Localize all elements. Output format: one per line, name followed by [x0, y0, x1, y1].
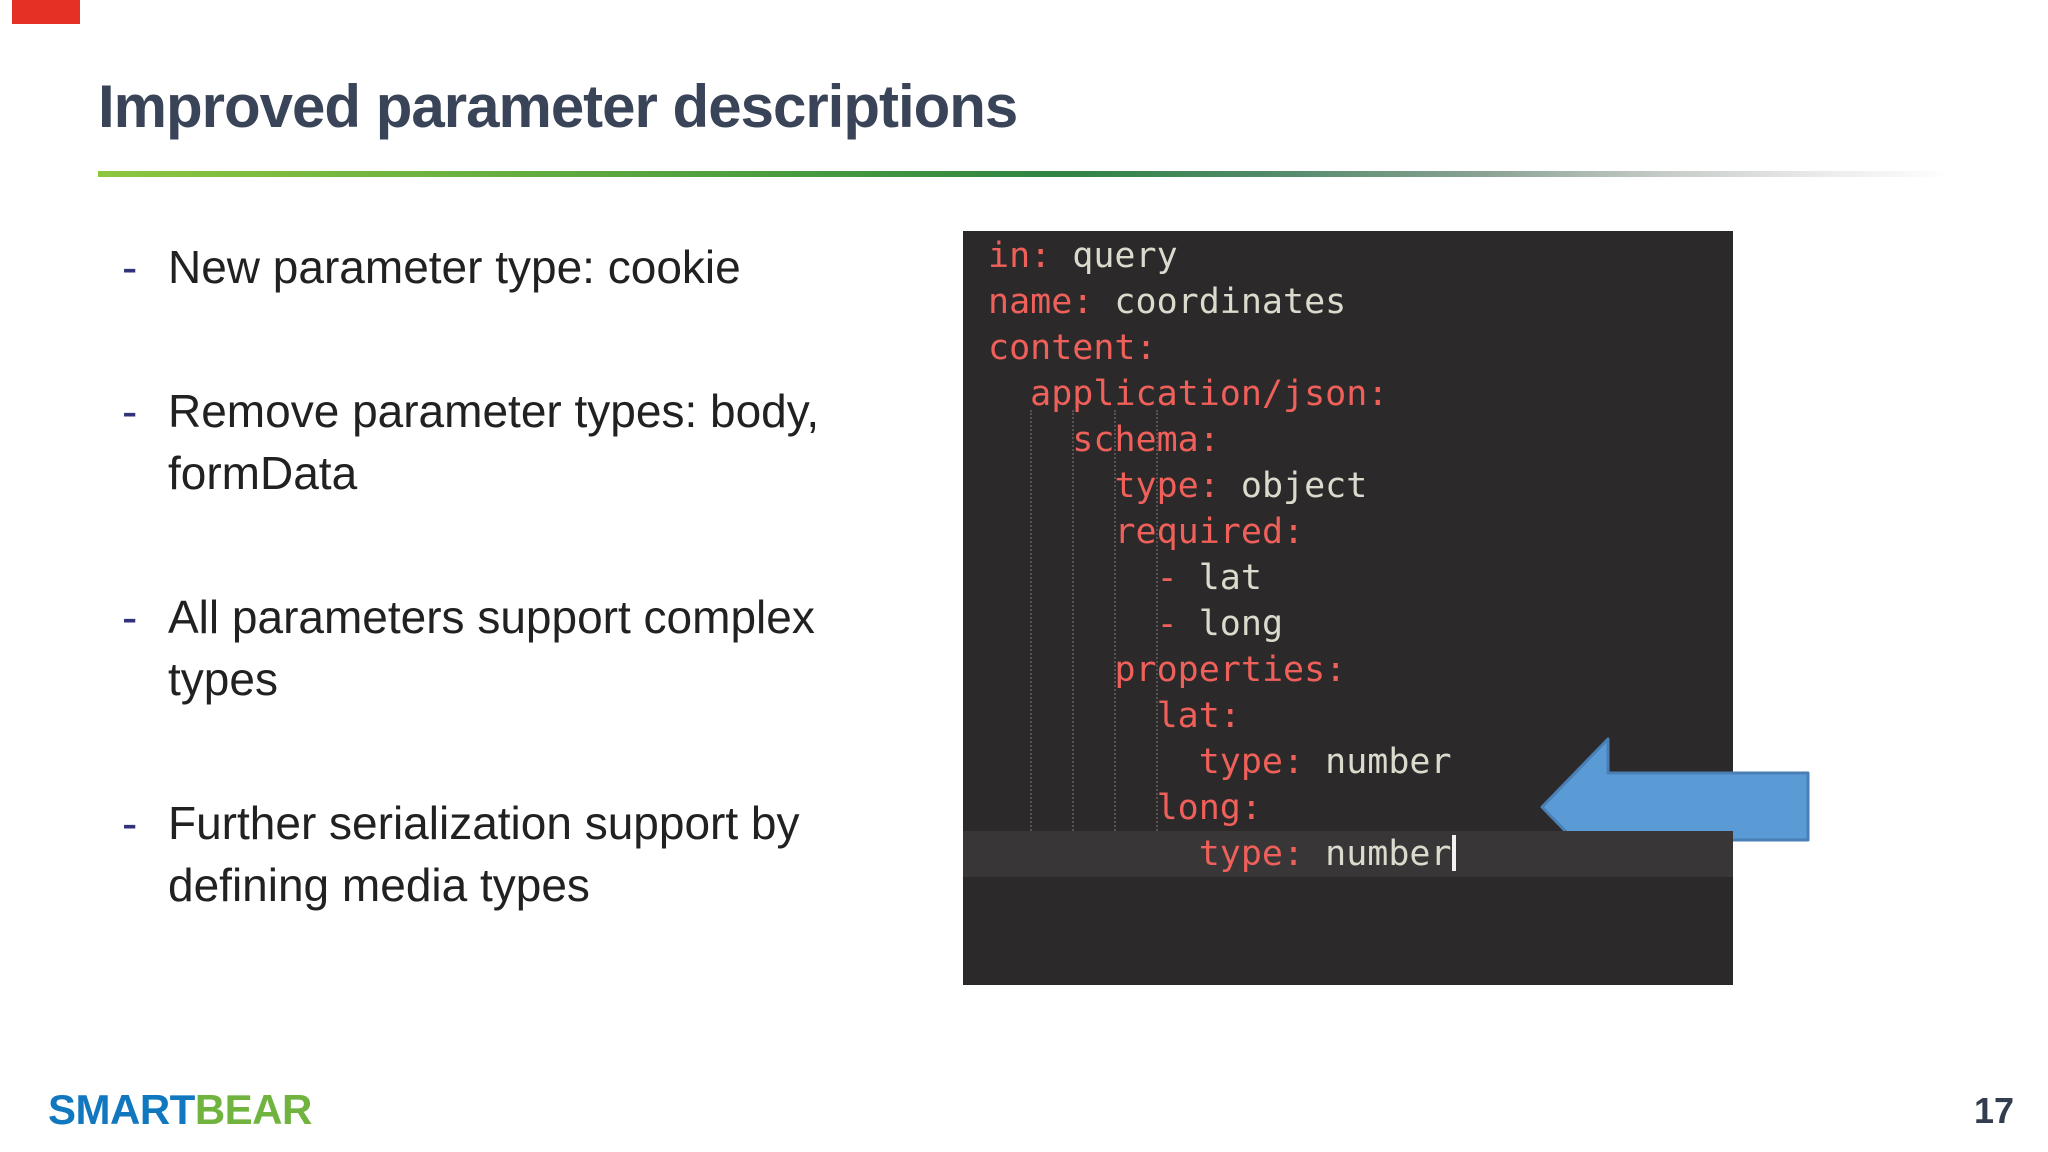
bullet-list: - New parameter type: cookie - Remove pa… [122, 236, 962, 998]
code-line: required: [963, 509, 1733, 555]
code-indent [988, 374, 1030, 414]
bullet-line: defining media types [168, 859, 590, 911]
page-title: Improved parameter descriptions [98, 73, 1018, 140]
code-line: type: number [963, 831, 1733, 877]
code-value: object [1219, 466, 1368, 506]
code-key: lat: [1156, 696, 1241, 736]
code-indent [988, 788, 1157, 828]
code-value: number [1304, 742, 1452, 782]
code-indent [988, 512, 1114, 552]
code-indent [988, 650, 1114, 690]
bullet-item: - Remove parameter types: body, formData [122, 380, 962, 504]
code-value: query [1051, 236, 1178, 276]
bullet-text: New parameter type: cookie [168, 236, 962, 298]
bullet-text: All parameters support complex types [168, 586, 962, 710]
bullet-line: New parameter type: cookie [168, 241, 741, 293]
page-number: 17 [1973, 1090, 2014, 1131]
code-value: number [1304, 834, 1452, 874]
recording-indicator [12, 0, 80, 24]
code-line: - long [963, 601, 1733, 647]
code-line: - lat [963, 555, 1733, 601]
code-line: properties: [963, 647, 1733, 693]
code-line: name: coordinates [963, 279, 1733, 325]
code-indent [988, 420, 1072, 460]
text-cursor [1451, 835, 1456, 871]
code-value: lat [1177, 558, 1262, 598]
smartbear-logo: SMARTBEAR [48, 1086, 312, 1134]
code-key: in: [988, 236, 1052, 276]
code-editor-screenshot: in: query name: coordinates content: app… [963, 231, 1733, 985]
indent-guide [1072, 410, 1074, 867]
bullet-item: - All parameters support complex types [122, 586, 962, 710]
bullet-item: - Further serialization support by defini… [122, 792, 962, 916]
code-indent [988, 466, 1114, 506]
code-indent [988, 604, 1157, 644]
code-line: application/json: [963, 371, 1733, 417]
indent-guide [1156, 410, 1158, 867]
indent-guide [1030, 410, 1032, 867]
bullet-line: Remove parameter types: body, [168, 385, 820, 437]
bullet-line: Further serialization support by [168, 797, 800, 849]
code-value: coordinates [1093, 282, 1347, 322]
code-key: application/json: [1030, 374, 1389, 414]
code-line: content: [963, 325, 1733, 371]
code-indent [988, 558, 1157, 598]
code-value: long [1177, 604, 1284, 644]
bullet-line: formData [168, 447, 358, 499]
code-indent [988, 834, 1199, 874]
title-underline [98, 171, 1946, 177]
code-line: type: number [963, 739, 1733, 785]
bullet-dash: - [122, 385, 138, 437]
bullet-dash: - [122, 591, 138, 643]
code-line: lat: [963, 693, 1733, 739]
indent-guide [1114, 410, 1116, 867]
code-key: type: [1114, 466, 1220, 506]
code-line: long: [963, 785, 1733, 831]
bullet-item: - New parameter type: cookie [122, 236, 962, 298]
code-line: schema: [963, 417, 1733, 463]
code-key: schema: [1072, 420, 1220, 460]
code-key: long: [1156, 788, 1262, 828]
bullet-dash: - [122, 241, 138, 293]
code-key: type: [1198, 834, 1305, 874]
code-key: content: [988, 328, 1157, 368]
logo-smart: SMART [48, 1086, 195, 1133]
bullet-line: types [168, 653, 278, 705]
bullet-line: All parameters support complex [168, 591, 815, 643]
bullet-dash: - [122, 797, 138, 849]
code-indent [988, 696, 1157, 736]
code-key: - [1156, 558, 1178, 598]
code-key: - [1156, 604, 1178, 644]
code-key: type: [1198, 742, 1305, 782]
code-line: in: query [963, 233, 1733, 279]
bullet-text: Further serialization support by defining… [168, 792, 962, 916]
bullet-text: Remove parameter types: body, formData [168, 380, 962, 504]
code-indent [988, 742, 1199, 782]
code-line: type: object [963, 463, 1733, 509]
logo-bear: BEAR [194, 1086, 313, 1133]
code-key: name: [988, 282, 1094, 322]
code-key: required: [1114, 512, 1305, 552]
code-key: properties: [1114, 650, 1347, 690]
